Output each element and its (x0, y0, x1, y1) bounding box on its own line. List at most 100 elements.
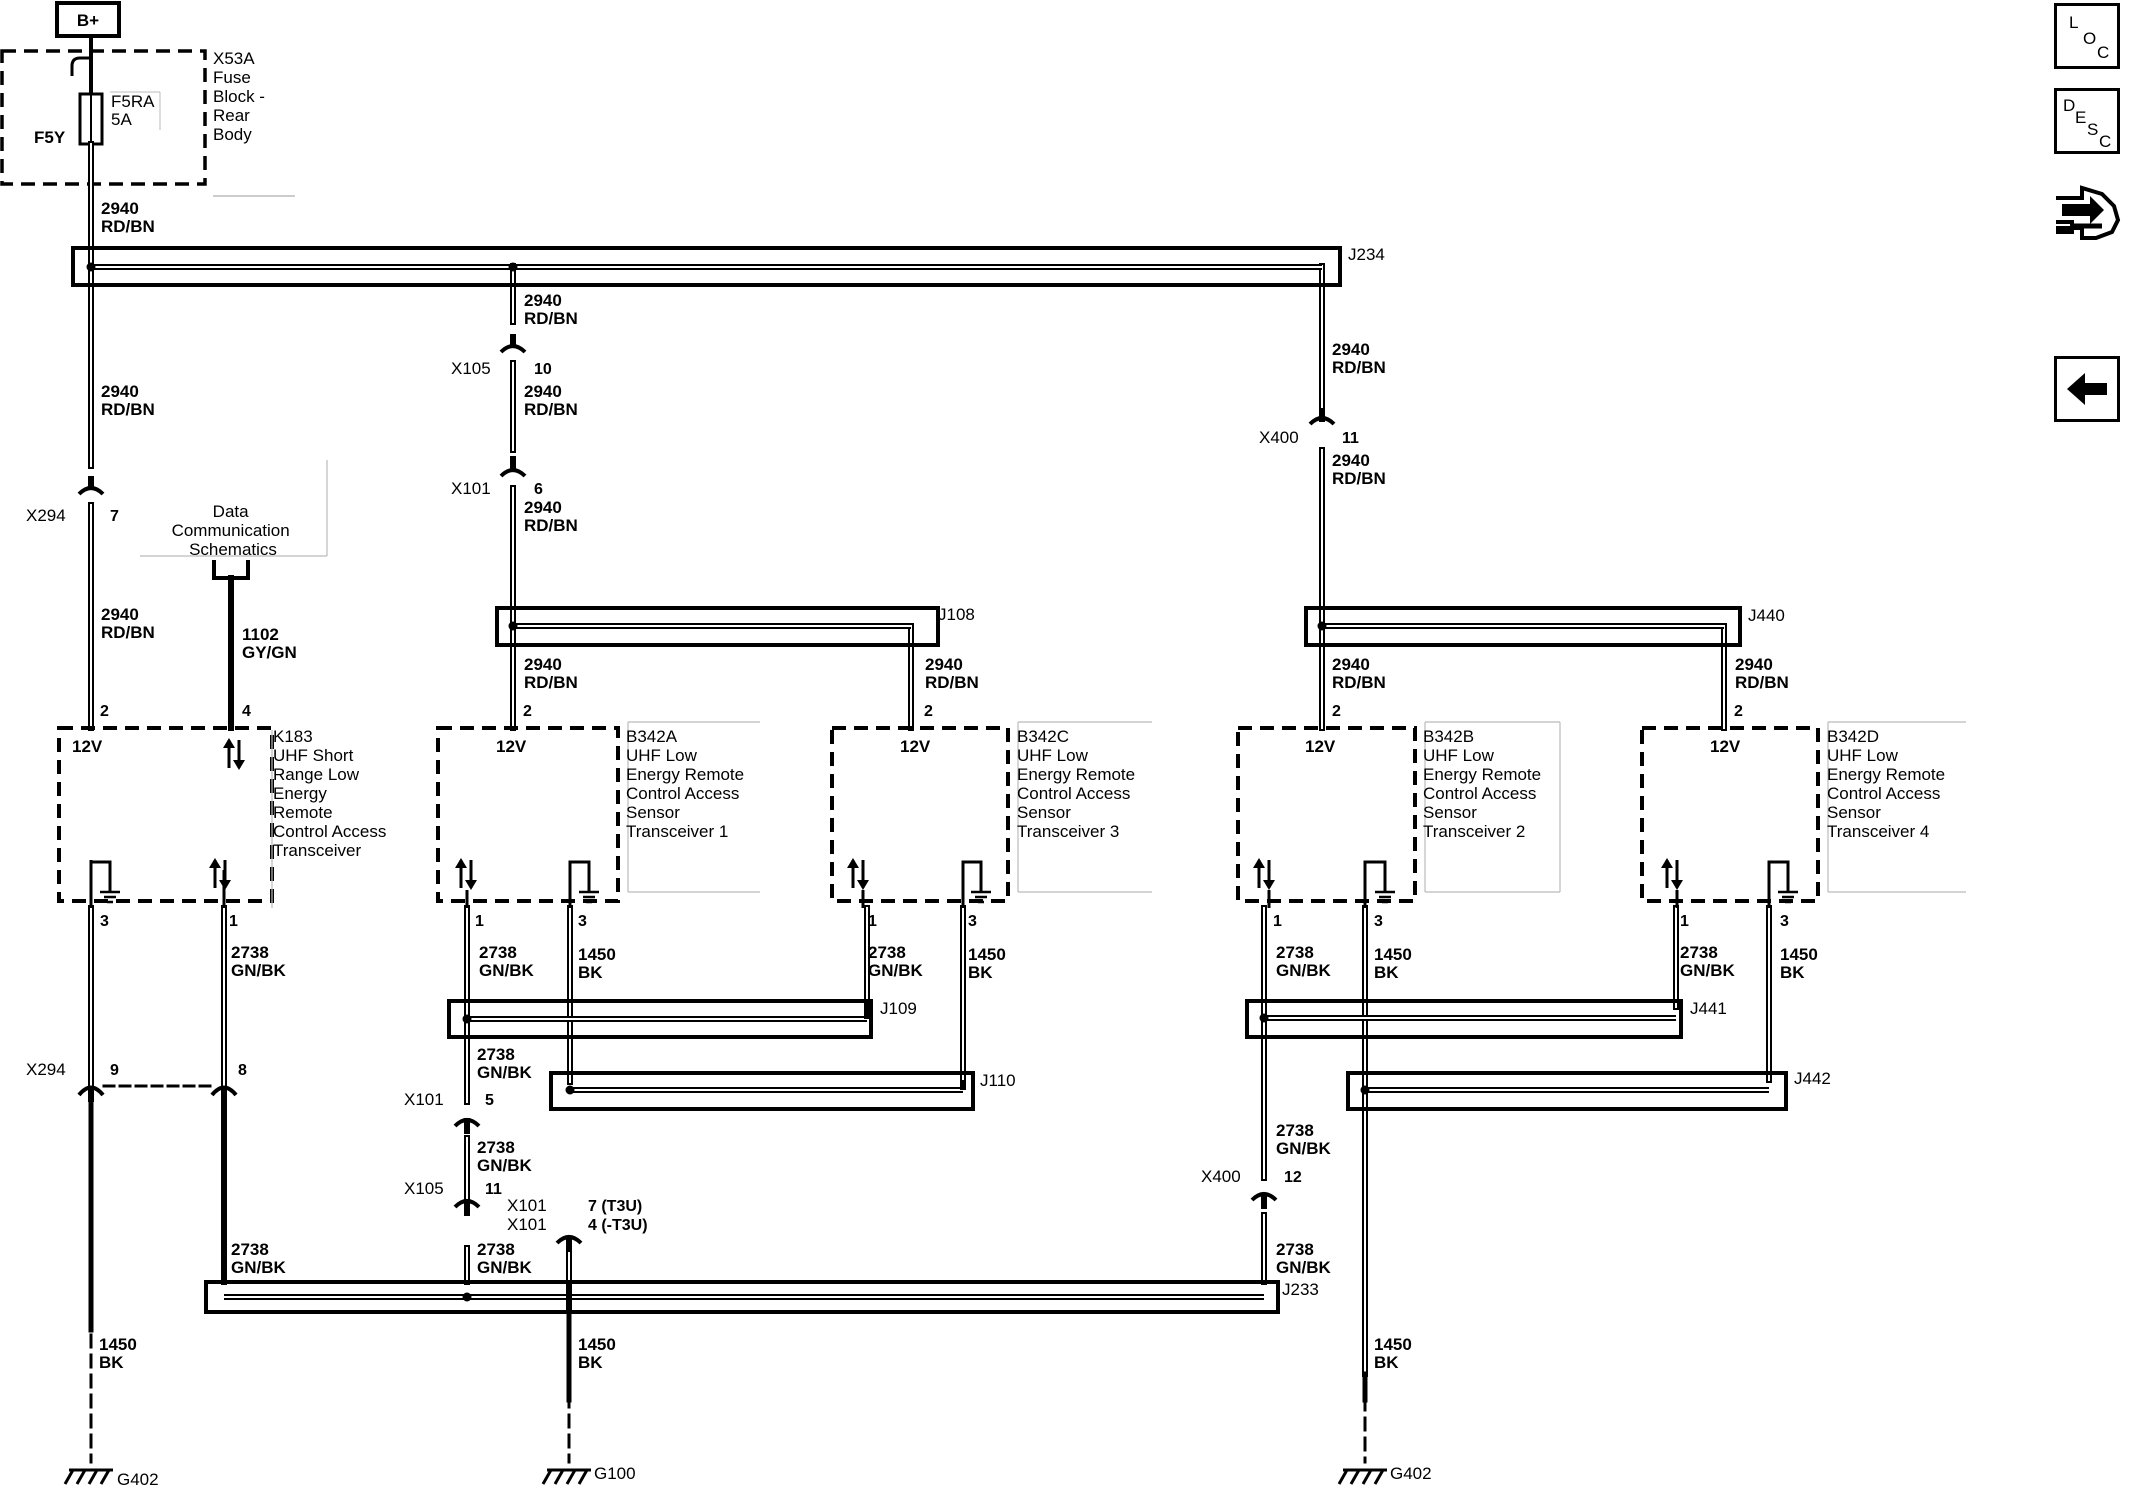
svg-text:X105: X105 (451, 359, 491, 378)
voltage-labels: 12V 12V 12V 12V 12V (72, 737, 1741, 756)
svg-text:2940: 2940 (101, 199, 139, 218)
svg-text:6: 6 (534, 481, 543, 498)
svg-text:2: 2 (100, 703, 109, 720)
svg-text:2738: 2738 (477, 1045, 515, 1064)
svg-text:2738: 2738 (1276, 1121, 1314, 1140)
svg-text:RD/BN: RD/BN (524, 673, 578, 692)
svg-text:RD/BN: RD/BN (925, 673, 979, 692)
svg-text:1: 1 (868, 913, 877, 930)
svg-text:GY/GN: GY/GN (242, 643, 297, 662)
fuse-rating: 5A (111, 110, 132, 129)
loc-letter-c: C (2097, 43, 2110, 62)
svg-text:BK: BK (968, 963, 993, 982)
battery-positive-label: B+ (77, 11, 99, 30)
svg-text:2940: 2940 (101, 382, 139, 401)
svg-text:GN/BK: GN/BK (477, 1258, 533, 1277)
location-button[interactable]: L O C (2054, 3, 2120, 69)
back-arrow-icon (2067, 373, 2107, 405)
module-b342b-label: B342B UHF Low Energy Remote Control Acce… (1423, 727, 1546, 841)
svg-text:11: 11 (485, 1181, 502, 1198)
splice-j110 (549, 1071, 975, 1111)
svg-text:J110: J110 (980, 1071, 1016, 1090)
svg-text:12V: 12V (496, 737, 527, 756)
ground-g402-left (63, 1468, 115, 1486)
connector-repair-button[interactable] (2052, 170, 2126, 254)
wire-network (88, 141, 1772, 1464)
svg-text:2: 2 (523, 703, 532, 720)
svg-text:3: 3 (100, 913, 109, 930)
svg-text:RD/BN: RD/BN (101, 623, 155, 642)
svg-text:1: 1 (229, 913, 238, 930)
svg-text:12V: 12V (72, 737, 103, 756)
svg-text:RD/BN: RD/BN (524, 400, 578, 419)
svg-text:7: 7 (110, 508, 119, 525)
ground-g100 (541, 1468, 593, 1486)
ground-label-g402-left: G402 (117, 1470, 159, 1488)
svg-text:2738: 2738 (868, 943, 906, 962)
module-b342b (1236, 726, 1417, 903)
svg-text:3: 3 (578, 913, 587, 930)
svg-text:RD/BN: RD/BN (1735, 673, 1789, 692)
svg-text:J108: J108 (938, 605, 975, 624)
fuse-connector: F5Y (34, 128, 66, 147)
splice-j441 (1245, 999, 1683, 1039)
data-communication-reference[interactable]: Data Communication Schematics (172, 502, 295, 559)
module-internals (89, 860, 1790, 908)
svg-text:GN/BK: GN/BK (1276, 1258, 1332, 1277)
svg-text:2940: 2940 (101, 605, 139, 624)
svg-text:1450: 1450 (578, 1335, 616, 1354)
svg-text:GN/BK: GN/BK (231, 961, 287, 980)
module-b342d (1640, 726, 1820, 903)
svg-text:12: 12 (1284, 1169, 1302, 1186)
svg-text:RD/BN: RD/BN (1332, 469, 1386, 488)
svg-text:12V: 12V (1305, 737, 1336, 756)
svg-text:2738: 2738 (477, 1138, 515, 1157)
svg-text:2940: 2940 (1332, 451, 1370, 470)
desc-letter-s: S (2087, 120, 2099, 139)
svg-text:1: 1 (1680, 913, 1689, 930)
svg-text:7 (T3U): 7 (T3U) (588, 1198, 642, 1215)
module-k183-label: K183 UHF Short Range Low Energy Remote C… (273, 727, 391, 860)
fuse-name: F5RA (111, 92, 155, 111)
svg-text:3: 3 (968, 913, 977, 930)
svg-text:2940: 2940 (524, 291, 562, 310)
inline-connectors (77, 334, 1336, 1252)
k183-data-arrows (221, 736, 247, 772)
svg-text:GN/BK: GN/BK (1680, 961, 1736, 980)
svg-text:2: 2 (924, 703, 933, 720)
svg-text:J440: J440 (1748, 606, 1785, 625)
svg-text:2: 2 (1332, 703, 1341, 720)
svg-text:1450: 1450 (1374, 1335, 1412, 1354)
svg-text:GN/BK: GN/BK (231, 1258, 287, 1277)
loc-letter-l: L (2069, 13, 2079, 32)
svg-text:X294: X294 (26, 506, 66, 525)
svg-text:GN/BK: GN/BK (1276, 1139, 1332, 1158)
back-button[interactable] (2054, 356, 2120, 422)
svg-text:BK: BK (99, 1353, 124, 1372)
description-button[interactable]: D E S C (2054, 88, 2120, 154)
module-b342a (436, 726, 620, 903)
svg-text:1450: 1450 (1780, 945, 1818, 964)
fuse-block-title: X53A Fuse Block - Rear Body (213, 49, 270, 144)
svg-text:BK: BK (578, 963, 603, 982)
svg-text:J233: J233 (1282, 1280, 1319, 1299)
svg-text:11: 11 (1342, 430, 1359, 447)
svg-text:2738: 2738 (479, 943, 517, 962)
svg-text:10: 10 (534, 361, 552, 378)
svg-text:2940: 2940 (1332, 655, 1370, 674)
svg-text:J234: J234 (1348, 245, 1385, 264)
svg-text:GN/BK: GN/BK (868, 961, 924, 980)
svg-text:9: 9 (110, 1062, 119, 1079)
module-b342a-label: B342A UHF Low Energy Remote Control Acce… (626, 727, 749, 841)
splice-j108 (495, 606, 940, 647)
svg-text:2738: 2738 (1276, 943, 1314, 962)
desc-letter-d: D (2063, 96, 2076, 115)
connector-repair-icon (2056, 185, 2121, 240)
splice-packs (71, 246, 1788, 1314)
svg-text:2940: 2940 (1735, 655, 1773, 674)
svg-text:X101: X101 (507, 1215, 547, 1234)
svg-text:X101: X101 (404, 1090, 444, 1109)
module-b342c (830, 726, 1010, 903)
svg-text:X101: X101 (507, 1196, 547, 1215)
